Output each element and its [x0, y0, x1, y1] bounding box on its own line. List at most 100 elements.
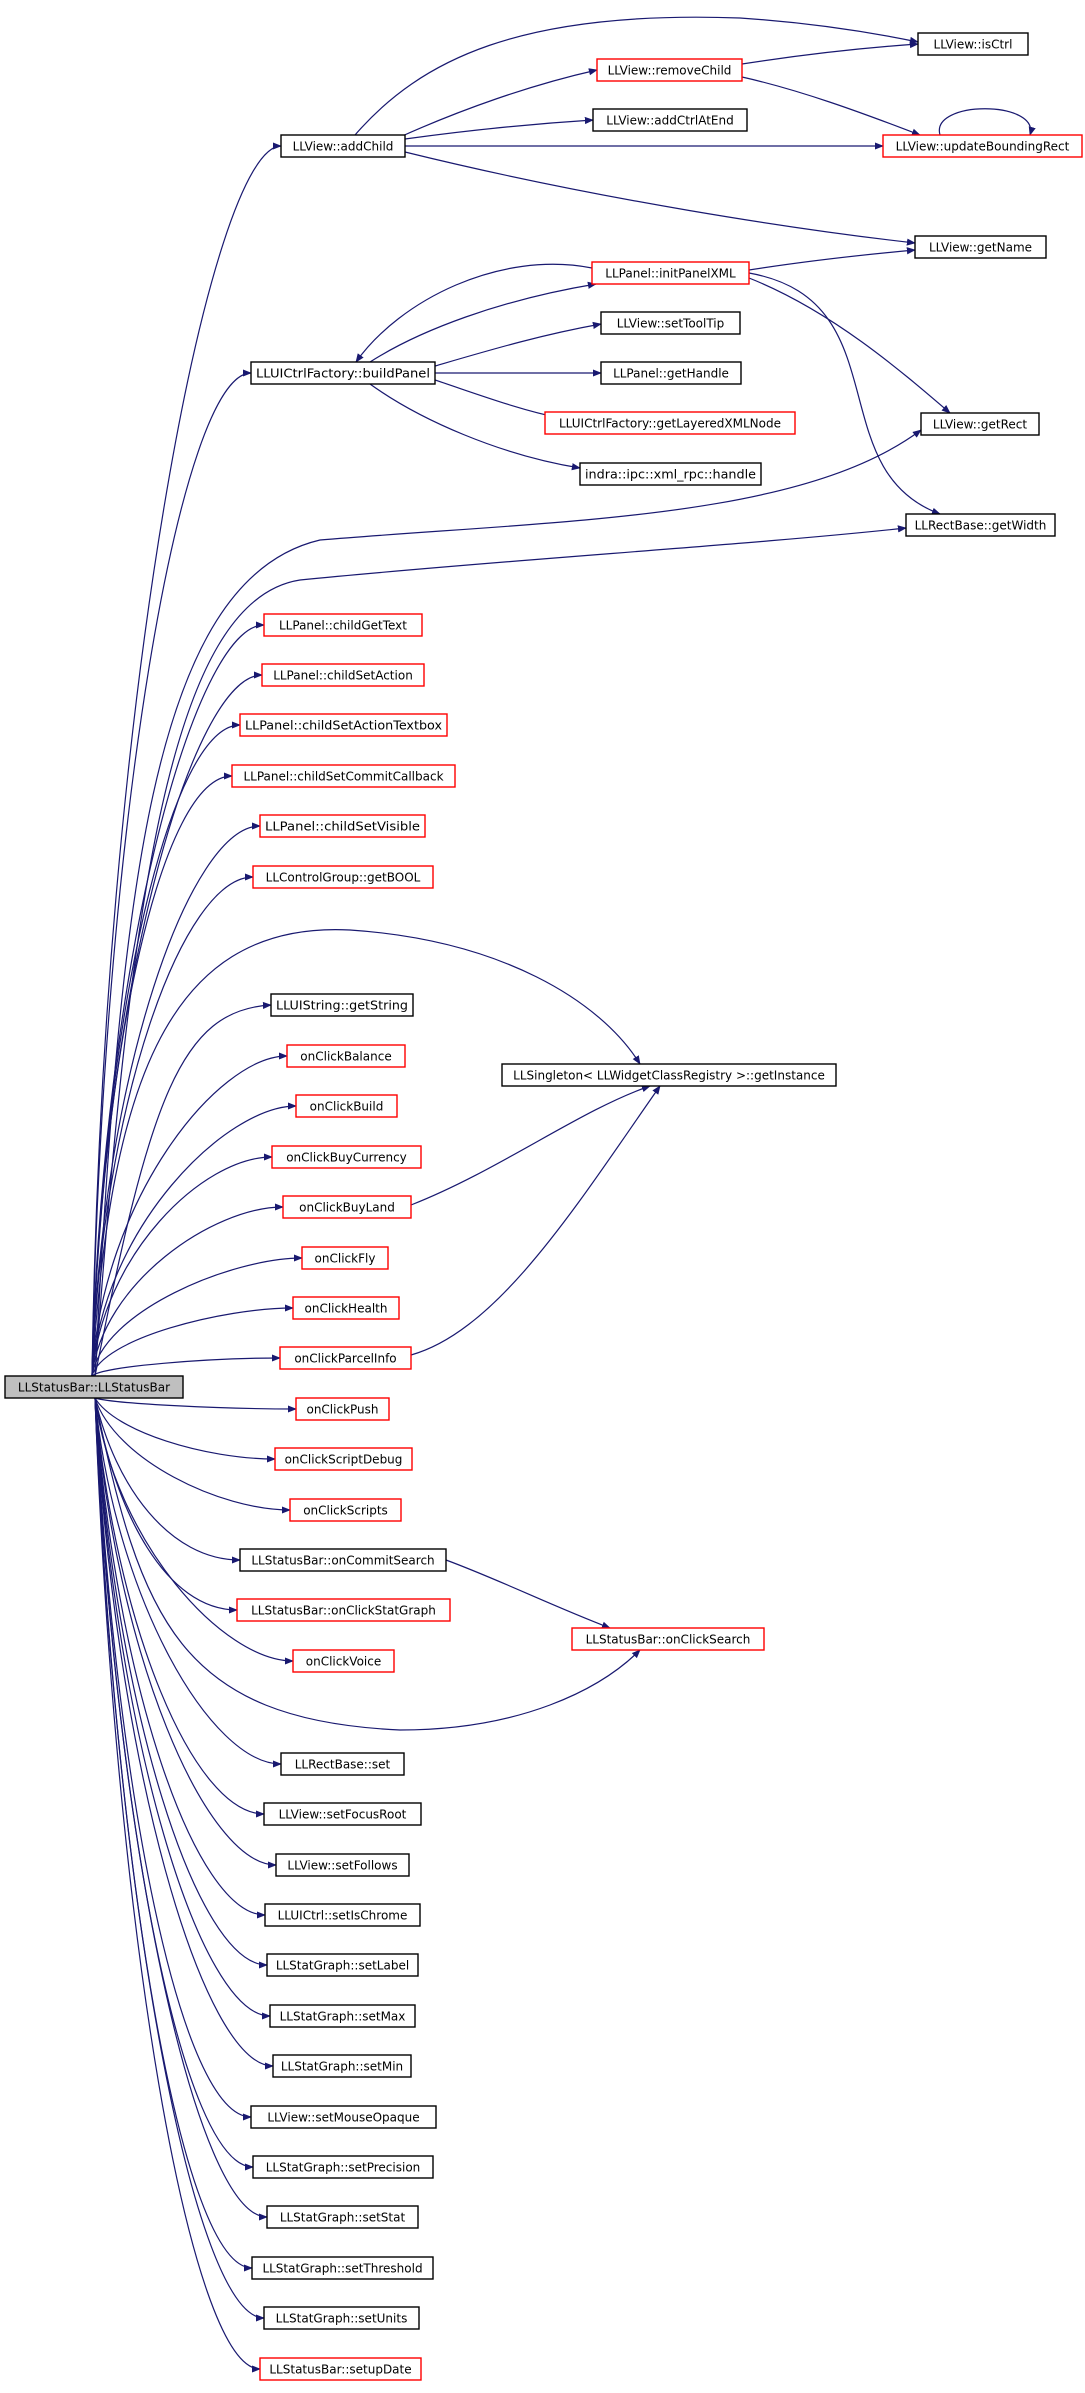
node-label: onClickScripts — [303, 1504, 388, 1518]
node-get-layered-x-m-l-node[interactable]: LLUICtrlFactory::getLayeredXMLNode — [544, 411, 796, 435]
node-build-panel[interactable]: LLUICtrlFactory::buildPanel — [250, 361, 436, 385]
edge-root-to-setFocusRoot — [94, 1397, 265, 1818]
node-get-instance[interactable]: LLSingleton< LLWidgetClassRegistry >::ge… — [501, 1063, 837, 1087]
node-box — [571, 1627, 765, 1651]
node-label: LLView::isCtrl — [934, 38, 1013, 52]
node-label: LLUICtrlFactory::buildPanel — [256, 367, 430, 381]
node-is-ctrl[interactable]: LLView::isCtrl — [917, 32, 1029, 56]
node-label: onClickBuyCurrency — [286, 1151, 407, 1165]
edge-path — [404, 116, 594, 140]
node-get-string[interactable]: LLUIString::getString — [270, 993, 414, 1017]
edge-path — [741, 76, 921, 136]
edge-root-to-onClickParcelInfo — [91, 1354, 281, 1377]
node-rect-set[interactable]: LLRectBase::set — [280, 1752, 405, 1776]
node-box — [250, 2105, 437, 2129]
edge-root-to-getWidth — [94, 525, 907, 1377]
edge-path — [741, 40, 919, 65]
edge-root-to-onClickHealth — [91, 1304, 294, 1377]
node-get-width[interactable]: LLRectBase::getWidth — [905, 513, 1056, 537]
node-update-bounding-rect[interactable]: LLView::updateBoundingRect — [882, 134, 1083, 158]
node-set-max[interactable]: LLStatGraph::setMax — [269, 2004, 416, 2028]
node-setup-date[interactable]: LLStatusBar::setupDate — [259, 2357, 422, 2381]
node-box — [269, 2004, 416, 2028]
node-on-click-script-debug[interactable]: onClickScriptDebug — [274, 1447, 413, 1471]
node-on-click-stat-graph[interactable]: LLStatusBar::onClickStatGraph — [236, 1598, 451, 1622]
edge-root-to-setupDate — [94, 1397, 261, 2373]
node-child-set-action-textbox[interactable]: LLPanel::childSetActionTextbox — [239, 713, 448, 737]
edge-path — [369, 281, 597, 363]
node-label: onClickBuyLand — [299, 1201, 395, 1215]
node-on-click-health[interactable]: onClickHealth — [292, 1296, 400, 1320]
edge-removeChild-to-isCtrl — [741, 40, 919, 65]
node-box — [272, 2054, 412, 2078]
node-add-ctrl-at-end[interactable]: LLView::addCtrlAtEnd — [592, 108, 748, 132]
node-set-stat[interactable]: LLStatGraph::setStat — [266, 2205, 419, 2229]
edge-path — [354, 16, 919, 136]
edge-path — [94, 1397, 252, 2121]
node-label: LLView::setToolTip — [617, 317, 725, 331]
edge-path — [399, 68, 598, 138]
node-on-click-voice[interactable]: onClickVoice — [292, 1649, 395, 1673]
node-root[interactable]: LLStatusBar::LLStatusBar — [4, 1375, 184, 1399]
node-label: LLPanel::childSetAction — [273, 669, 413, 683]
node-box — [905, 513, 1056, 537]
node-remove-child[interactable]: LLView::removeChild — [596, 58, 743, 82]
node-label: LLUICtrl::setIsChrome — [278, 1909, 408, 1923]
node-box — [282, 1195, 412, 1219]
node-set-focus-root[interactable]: LLView::setFocusRoot — [263, 1802, 422, 1826]
node-box — [600, 311, 741, 335]
edge-path — [91, 1203, 284, 1377]
edge-path — [91, 822, 261, 1377]
node-set-threshold[interactable]: LLStatGraph::setThreshold — [251, 2256, 434, 2280]
node-on-click-parcel-info[interactable]: onClickParcelInfo — [279, 1346, 412, 1370]
node-set-is-chrome[interactable]: LLUICtrl::setIsChrome — [264, 1903, 421, 1927]
node-set-tool-tip[interactable]: LLView::setToolTip — [600, 311, 741, 335]
node-set-precision[interactable]: LLStatGraph::setPrecision — [252, 2155, 434, 2179]
node-label: LLUIString::getString — [276, 999, 408, 1013]
node-child-set-visible[interactable]: LLPanel::childSetVisible — [259, 814, 426, 838]
node-on-click-buy-land[interactable]: onClickBuyLand — [282, 1195, 412, 1219]
node-init-panel-x-m-l[interactable]: LLPanel::initPanelXML — [591, 261, 750, 285]
node-label: LLPanel::childSetActionTextbox — [245, 719, 442, 733]
node-set-follows[interactable]: LLView::setFollows — [275, 1853, 410, 1877]
node-on-commit-search[interactable]: LLStatusBar::onCommitSearch — [239, 1548, 447, 1572]
node-label: LLStatusBar::LLStatusBar — [18, 1381, 170, 1395]
node-set-units[interactable]: LLStatGraph::setUnits — [263, 2306, 420, 2330]
node-child-set-commit-callback[interactable]: LLPanel::childSetCommitCallback — [231, 764, 456, 788]
node-set-label[interactable]: LLStatGraph::setLabel — [266, 1953, 419, 1977]
edge-root-to-setMin — [94, 1397, 274, 2070]
edge-path — [94, 1397, 297, 1413]
node-set-min[interactable]: LLStatGraph::setMin — [272, 2054, 412, 2078]
edge-path — [94, 1397, 254, 2171]
node-get-name[interactable]: LLView::getName — [914, 235, 1047, 259]
node-on-click-fly[interactable]: onClickFly — [301, 1246, 389, 1270]
edge-root-to-onClickScriptDebug — [94, 1397, 276, 1463]
node-xmlrpc-handle[interactable]: indra::ipc::xml_rpc::handle — [579, 462, 762, 486]
node-on-click-push[interactable]: onClickPush — [295, 1397, 390, 1421]
node-child-set-action[interactable]: LLPanel::childSetAction — [261, 663, 425, 687]
node-on-click-build[interactable]: onClickBuild — [295, 1094, 398, 1118]
edge-path — [94, 1397, 268, 1969]
edge-onClickBuyLand-to-getInstance — [410, 1085, 651, 1206]
edge-initPanelXML-to-getName — [748, 247, 916, 271]
edge-path — [94, 1397, 265, 1818]
node-get-rect[interactable]: LLView::getRect — [920, 412, 1040, 436]
node-set-mouse-opaque[interactable]: LLView::setMouseOpaque — [250, 2105, 437, 2129]
node-on-click-search[interactable]: LLStatusBar::onClickSearch — [571, 1627, 765, 1651]
node-label: LLView::addCtrlAtEnd — [606, 114, 733, 128]
node-label: LLStatGraph::setMin — [281, 2060, 403, 2074]
edge-path — [94, 1397, 261, 2373]
node-box — [231, 764, 456, 788]
nodes-layer: LLStatusBar::LLStatusBar LLView::addChild… — [4, 32, 1083, 2381]
node-box — [261, 663, 425, 687]
node-child-get-text[interactable]: LLPanel::childGetText — [263, 613, 423, 637]
node-get-b-o-o-l[interactable]: LLControlGroup::getBOOL — [252, 865, 434, 889]
node-get-handle[interactable]: LLPanel::getHandle — [600, 361, 742, 385]
node-on-click-scripts[interactable]: onClickScripts — [289, 1498, 402, 1522]
node-box — [239, 1548, 447, 1572]
node-add-child[interactable]: LLView::addChild — [280, 134, 406, 158]
node-on-click-buy-currency[interactable]: onClickBuyCurrency — [271, 1145, 422, 1169]
node-box — [4, 1375, 184, 1399]
node-on-click-balance[interactable]: onClickBalance — [286, 1044, 406, 1068]
node-box — [263, 2306, 420, 2330]
